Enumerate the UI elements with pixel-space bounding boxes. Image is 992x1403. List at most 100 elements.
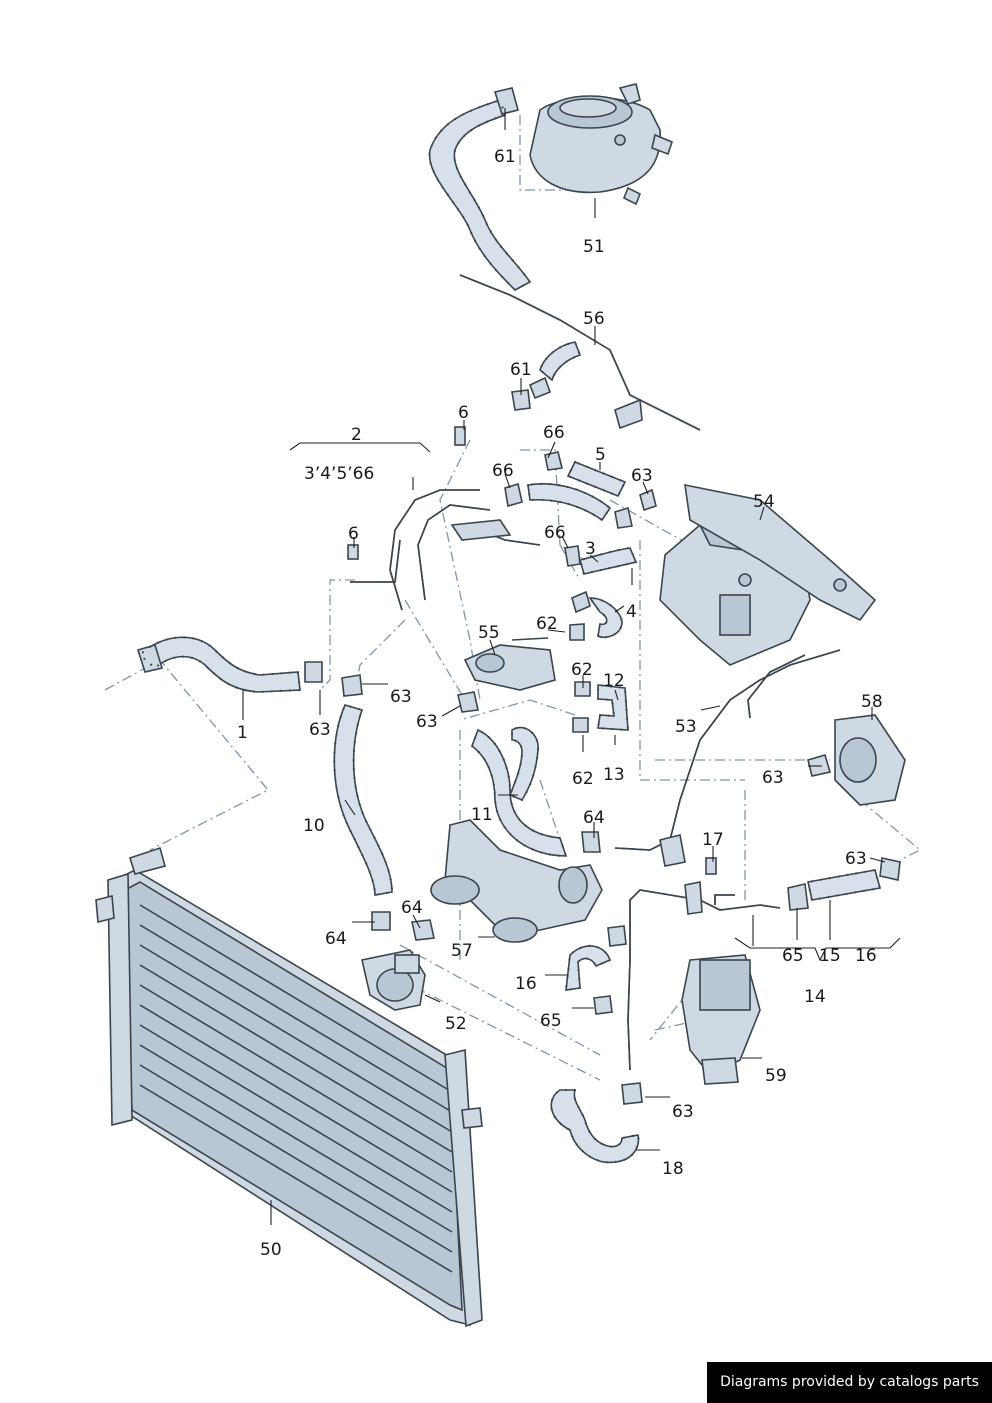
hose-dot xyxy=(558,366,561,369)
label-63-e: 63 xyxy=(762,768,784,788)
hose-dot xyxy=(551,351,554,354)
hose-dot xyxy=(297,689,300,692)
hose-dot xyxy=(520,745,523,749)
hose-dot xyxy=(429,162,432,165)
hose-dot xyxy=(577,968,580,972)
radiator-hose-1 xyxy=(136,636,323,693)
hose-dot xyxy=(453,118,457,121)
hose-dot xyxy=(149,645,152,649)
hose-dot xyxy=(559,346,562,349)
label-62-b: 62 xyxy=(571,660,593,680)
label-66-c: 66 xyxy=(544,523,566,543)
hose-dot xyxy=(510,733,514,736)
hose-texture xyxy=(580,547,637,575)
hose-dot xyxy=(574,342,577,346)
hose-texture xyxy=(333,705,393,896)
hose-dot xyxy=(453,158,456,161)
hose-dot xyxy=(605,512,608,515)
hose-dot xyxy=(342,707,345,710)
hose-dot xyxy=(566,485,569,489)
hose-texture xyxy=(591,597,623,639)
hose-dot xyxy=(509,833,512,836)
hose-dot xyxy=(389,878,392,881)
hose-dot xyxy=(624,699,628,702)
hose-dot xyxy=(471,745,474,748)
hose-dot xyxy=(623,1158,626,1161)
label-53: 53 xyxy=(675,717,697,737)
label-65-b: 65 xyxy=(540,1011,562,1031)
hose-dot xyxy=(878,885,881,888)
hose-dot xyxy=(598,625,601,628)
hose-dot xyxy=(489,230,492,233)
hose-dot xyxy=(571,951,575,954)
hose-dot xyxy=(502,758,505,761)
hose-dot xyxy=(353,741,356,744)
hose-dot xyxy=(810,897,813,900)
hose-dot xyxy=(517,772,520,775)
label-10: 10 xyxy=(303,816,325,836)
hose-dot xyxy=(143,657,146,660)
hose-dot xyxy=(519,763,522,766)
hose-dot xyxy=(550,1107,553,1110)
hose-dot xyxy=(466,223,469,226)
coolant-flange-57 xyxy=(411,819,603,943)
hose-dot xyxy=(606,505,610,508)
hose-dot xyxy=(565,360,568,363)
hose-dot xyxy=(611,475,614,478)
hose-dot xyxy=(540,833,543,836)
hose-dot xyxy=(244,670,247,673)
hose-dot xyxy=(531,848,534,851)
hose-dot xyxy=(537,748,540,751)
label-1: 1 xyxy=(237,723,248,743)
hose-dot xyxy=(473,198,476,201)
hose-dot xyxy=(494,801,497,804)
label-64-a: 64 xyxy=(583,808,605,828)
hose-dot xyxy=(487,766,490,769)
hose-dot xyxy=(478,106,481,109)
hose-dot xyxy=(354,786,357,789)
hose-dot xyxy=(604,621,608,624)
label-14: 14 xyxy=(804,987,826,1007)
hose-dot xyxy=(381,852,384,855)
hose-dot xyxy=(577,462,580,465)
hose-dot xyxy=(157,664,160,667)
hose-dot xyxy=(334,742,337,745)
hose-dot xyxy=(588,1130,591,1133)
label-61: 61 xyxy=(510,360,532,380)
hose-dot xyxy=(525,791,528,794)
hose-dot xyxy=(173,656,176,659)
hose-dot xyxy=(489,262,492,265)
hose-dot xyxy=(335,733,338,736)
label-63-g: 63 xyxy=(672,1102,694,1122)
hose-dot xyxy=(498,750,501,753)
hose-dot xyxy=(390,887,393,890)
hose-dot xyxy=(585,957,589,960)
hose-dot xyxy=(521,284,524,287)
hose-dot xyxy=(569,475,572,478)
label-63-f: 63 xyxy=(845,849,867,869)
hose-dot xyxy=(559,1122,563,1125)
hose-dot xyxy=(141,651,144,654)
label-55: 55 xyxy=(478,623,500,643)
hose-dot xyxy=(514,780,517,784)
hose-dot xyxy=(846,873,849,877)
hose-dot xyxy=(586,465,589,468)
label-63-b: 63 xyxy=(390,687,412,707)
hose-dot xyxy=(608,567,611,570)
credit-banner: Diagrams provided by catalogs parts xyxy=(707,1362,992,1403)
hose-dot xyxy=(228,662,231,665)
hose-dot xyxy=(496,810,499,813)
hose-dot xyxy=(353,777,356,780)
hose-dot xyxy=(548,853,552,856)
coolant-hose-10 xyxy=(333,674,393,931)
label-2-sub: 3’4’5’66 xyxy=(304,464,374,484)
label-54: 54 xyxy=(753,492,775,512)
hose-dot xyxy=(297,672,300,675)
hose-dot xyxy=(566,976,569,979)
hose-dot xyxy=(622,484,625,487)
hose-dot xyxy=(577,960,580,963)
hose-texture xyxy=(540,342,581,379)
hose-dot xyxy=(200,640,203,643)
hose-dot xyxy=(428,153,431,156)
hose-dot xyxy=(358,803,361,806)
